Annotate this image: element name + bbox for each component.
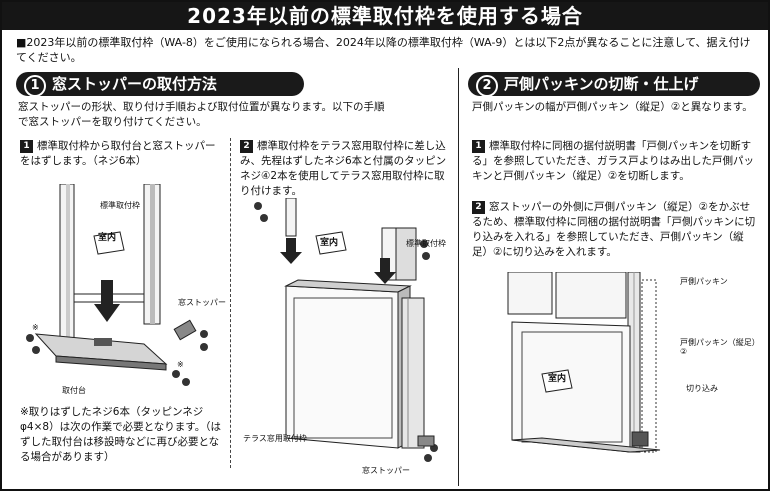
removal-illustration <box>26 184 208 386</box>
label-room-a: 室内 <box>98 233 117 243</box>
terrace-frame-illustration <box>254 198 438 462</box>
label-frame-b: 標準取付枠 <box>406 239 446 248</box>
step-text: 標準取付枠から取付台と窓ストッパーをはずします。（ネジ6本） <box>20 140 216 167</box>
step-number: 2 <box>472 201 485 214</box>
step-number: 2 <box>240 140 253 153</box>
label-terrace-frame: テラス窓用取付枠 <box>243 434 307 443</box>
label-stopper-a: 窓ストッパー <box>178 298 226 307</box>
label-mark-2: ※ <box>177 360 184 369</box>
packing-illustration <box>507 272 661 453</box>
intro-text: ■2023年以前の標準取付枠（WA-8）をご使用になられる場合、2024年以降の… <box>16 36 751 64</box>
label-stopper-b: 窓ストッパー <box>362 466 410 475</box>
label-room-b: 室内 <box>320 238 339 248</box>
section2-heading: 2 戸側パッキンの切断・仕上げ <box>468 72 760 97</box>
section1-number: 1 <box>24 75 46 97</box>
section1-heading-text: 窓ストッパーの取付方法 <box>52 75 218 93</box>
label-base: 取付台 <box>62 386 86 395</box>
label-packing: 戸側パッキン <box>680 277 728 286</box>
label-cut: 切り込み <box>686 384 718 393</box>
section2-number: 2 <box>476 75 498 97</box>
section-divider <box>458 68 459 486</box>
section2-desc: 戸側パッキンの幅が戸側パッキン（縦足）②と異なります。 <box>472 101 753 113</box>
page-title: 2023年以前の標準取付枠を使用する場合 <box>2 2 768 30</box>
section1-note: ※取りはずしたネジ6本（タッピンネジφ4×8）は次の作業で必要となります。（はず… <box>20 406 221 463</box>
step-text: 標準取付枠に同梱の据付説明書「戸側パッキンを切断する」を参照していただき、ガラス… <box>472 140 755 182</box>
label-packing-leg: 戸側パッキン（縦足）② <box>680 338 760 356</box>
section2-heading-text: 戸側パッキンの切断・仕上げ <box>504 75 699 93</box>
step-text: 標準取付枠をテラス窓用取付枠に差し込み、先程はずしたネジ6本と付属のタッピンネジ… <box>240 140 447 197</box>
step-number: 1 <box>20 140 33 153</box>
label-room-c: 室内 <box>548 374 567 384</box>
label-frame-a: 標準取付枠 <box>100 201 140 210</box>
section1-heading: 1 窓ストッパーの取付方法 <box>16 72 304 97</box>
step-text: 窓ストッパーの外側に戸側パッキン（縦足）②をかぶせるため、標準取付枠に同梱の据付… <box>472 201 756 258</box>
step-divider <box>230 138 231 468</box>
step-number: 1 <box>472 140 485 153</box>
section1-desc: 窓ストッパーの形状、取り付け手順および取付位置が異なります。以下の手順で窓ストッ… <box>18 101 385 128</box>
label-mark-1: ※ <box>32 323 39 332</box>
